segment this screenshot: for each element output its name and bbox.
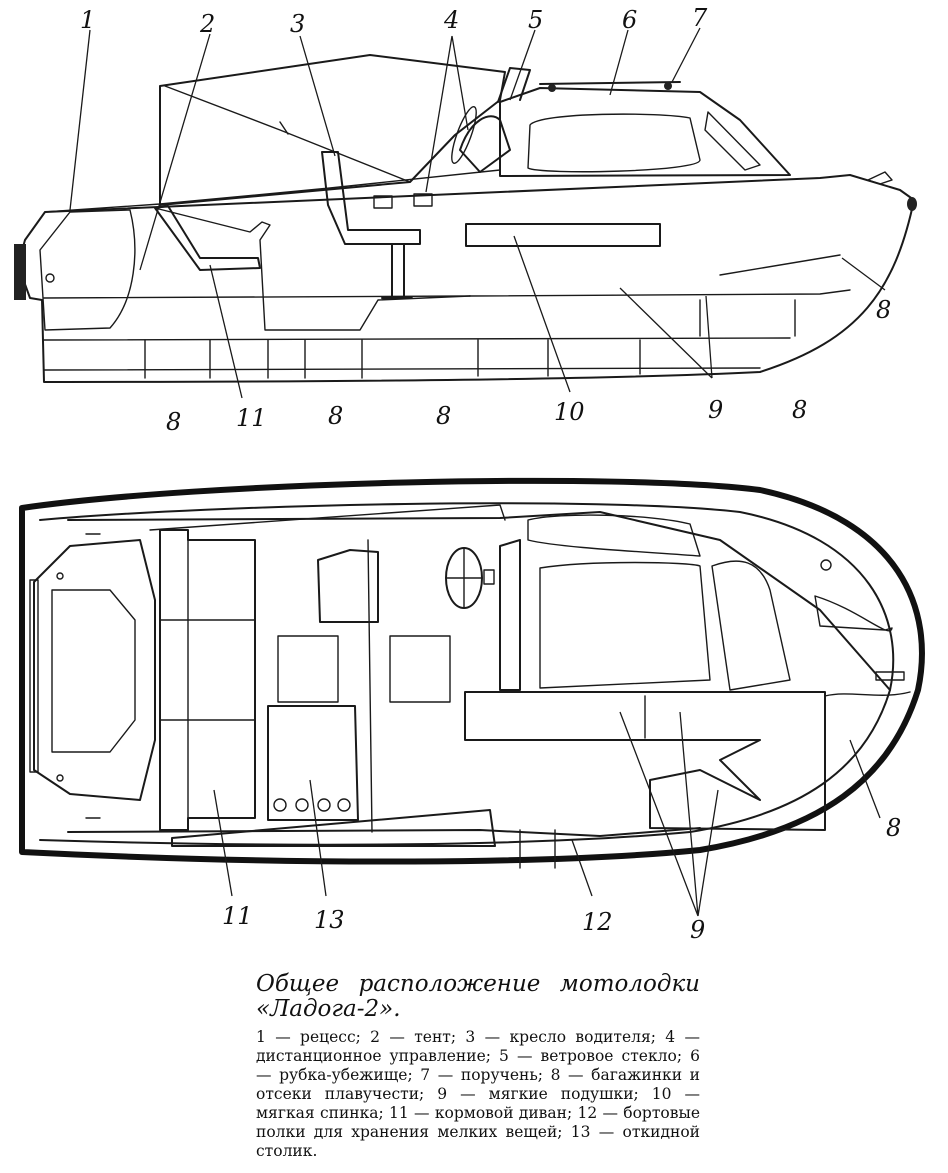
- aft-sofa: [154, 205, 261, 271]
- hull-side: [17, 174, 915, 383]
- label-8-top: 8: [886, 814, 901, 842]
- label-8-keel: 8: [792, 396, 807, 424]
- label-9: 9: [708, 396, 723, 424]
- label-4: 4: [443, 6, 459, 34]
- label-11-top: 11: [222, 902, 253, 930]
- recess: [39, 209, 136, 331]
- label-10: 10: [554, 398, 585, 426]
- label-8-mid2: 8: [436, 402, 451, 430]
- side-view: 1 2 3 4 5 6 7 8 8 8 8 8 9 10 11: [14, 4, 917, 436]
- label-1: 1: [80, 6, 95, 34]
- handrail: [539, 81, 681, 85]
- aft-sofa-top: [159, 529, 256, 831]
- label-8-stern: 8: [166, 408, 181, 436]
- label-5: 5: [528, 6, 543, 34]
- remote-control: [373, 195, 393, 209]
- side-shelves: [171, 809, 496, 847]
- label-7: 7: [692, 4, 708, 32]
- boat-drawings: 1 2 3 4 5 6 7 8 8 8 8 8 9 10 11: [14, 4, 925, 944]
- label-12-top: 12: [582, 908, 613, 936]
- folding-table: [267, 705, 359, 821]
- label-6: 6: [622, 6, 637, 34]
- windshield: [497, 67, 531, 103]
- driver-seat-top: [317, 549, 379, 623]
- label-13-top: 13: [314, 906, 345, 934]
- soft-cushions: [464, 691, 826, 831]
- driver-seat: [321, 151, 421, 245]
- label-2: 2: [199, 10, 215, 38]
- hull-top: [19, 477, 925, 865]
- figure-caption: Общее расположение мотолодки «Ладога-2».…: [256, 972, 700, 1161]
- transom-recess: [33, 539, 156, 801]
- tent: [159, 54, 506, 206]
- top-view: 8 9 11 12 13: [19, 477, 925, 944]
- soft-backrest: [465, 223, 661, 247]
- label-11: 11: [236, 404, 267, 432]
- caption-title: Общее расположение мотолодки «Ладога-2».: [256, 971, 700, 1022]
- label-9-top: 9: [690, 916, 705, 944]
- label-8-mid1: 8: [328, 402, 343, 430]
- label-8-bow: 8: [876, 296, 891, 324]
- caption-legend: 1 — рецесс; 2 — тент; 3 — кресло водител…: [256, 1028, 700, 1160]
- cabin: [499, 87, 791, 177]
- label-3: 3: [290, 10, 305, 38]
